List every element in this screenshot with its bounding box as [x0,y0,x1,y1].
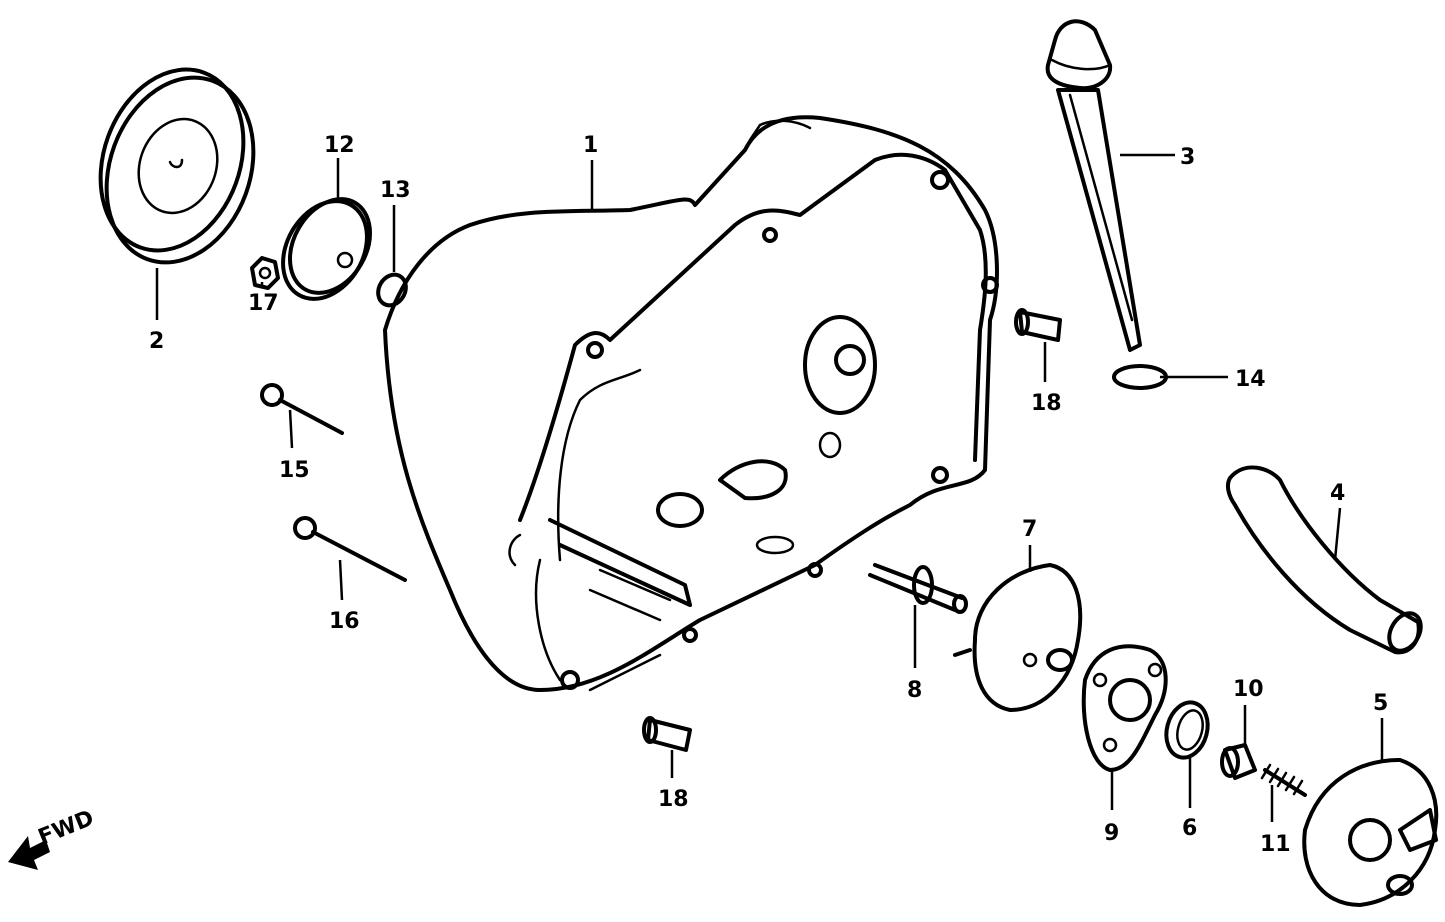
part-2-cap [98,67,256,265]
part-14-oring [1112,364,1168,390]
part-16-bolt [293,516,407,582]
part-17-nut [250,256,280,290]
callout-7: 7 [1022,517,1037,542]
callout-5: 5 [1373,691,1388,716]
part-13-oring [376,272,408,308]
callout-14: 14 [1235,367,1266,392]
callout-17: 17 [248,291,279,316]
callout-15: 15 [279,458,310,483]
callout-6: 6 [1182,816,1197,841]
part-7-plate [953,563,1083,712]
callout-12: 12 [324,133,355,158]
fwd-label: FWD [35,806,98,851]
part-3-dipstick [1045,19,1142,352]
leader-lines [155,153,1384,822]
callout-9: 9 [1104,821,1119,846]
part-1-crankcase-cover [383,115,999,692]
callout-16: 16 [329,609,360,634]
part-18-dowel-lower [642,716,692,752]
callout-4: 4 [1330,481,1345,506]
part-11-spring [1260,763,1307,797]
callout-3: 3 [1180,145,1195,170]
part-10-dowel [1220,743,1257,780]
callout-11: 11 [1260,832,1291,857]
part-4-pipe [1225,465,1423,655]
callout-2: 2 [149,329,164,354]
part-12-cap-plate [281,197,372,301]
part-6-seal [1164,700,1210,760]
part-8-shaft [868,563,968,614]
fwd-arrow: FWD [8,806,98,870]
part-15-bolt [260,383,344,435]
callout-10: 10 [1233,677,1264,702]
callout-13: 13 [380,178,411,203]
part-9-gasket [1081,644,1168,772]
callout-18-upper: 18 [1031,391,1062,416]
callout-labels: 1 2 3 4 5 6 7 8 9 10 11 12 13 14 15 16 1… [149,133,1388,857]
callout-8: 8 [907,678,922,703]
callout-18-lower: 18 [658,787,689,812]
part-18-dowel-upper [1014,308,1062,342]
callout-1: 1 [583,133,598,158]
part-5-pump-cover [1302,758,1439,907]
